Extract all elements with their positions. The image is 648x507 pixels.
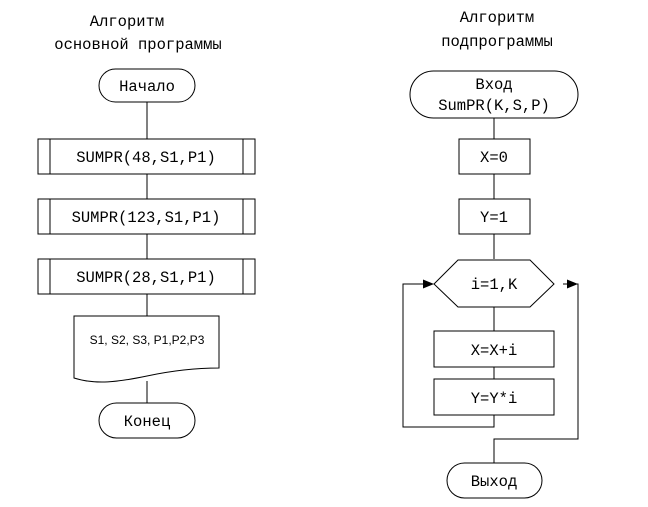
output-document: S1, S2, S3, P1,P2,P3 <box>73 315 220 383</box>
sum-block: X=X+i <box>433 330 555 368</box>
end-terminal: Конец <box>98 402 196 439</box>
subroutine-call-1-label: SUMPR(48,S1,P1) <box>76 149 216 167</box>
loop-back-arrowhead <box>423 279 434 289</box>
start-label: Начало <box>119 78 175 96</box>
loop-label: i=1,K <box>471 276 518 294</box>
main-title-line1: Алгоритм <box>90 13 164 31</box>
init-x-block: X=0 <box>458 138 531 175</box>
main-title-line2: основной программы <box>54 36 221 54</box>
entry-terminal: Вход SumPR(K,S,P) <box>409 70 579 119</box>
loop-exit-arrowhead <box>567 279 578 289</box>
subroutine-call-3-label: SUMPR(28,S1,P1) <box>76 269 216 287</box>
sub-title-line1: Алгоритм <box>460 9 534 27</box>
entry-label-line2: SumPR(K,S,P) <box>438 97 550 115</box>
entry-label-line1: Вход <box>475 76 512 94</box>
product-label: Y=Y*i <box>471 390 518 408</box>
exit-label: Выход <box>471 473 518 491</box>
subroutine-call-3: SUMPR(28,S1,P1) <box>37 258 256 295</box>
sub-title-line2: подпрограммы <box>441 33 553 51</box>
init-y-block: Y=1 <box>458 198 531 235</box>
end-label: Конец <box>124 413 171 431</box>
subroutine-call-2: SUMPR(123,S1,P1) <box>37 198 256 235</box>
sum-label: X=X+i <box>471 342 518 360</box>
init-y-label: Y=1 <box>480 209 508 227</box>
output-label: S1, S2, S3, P1,P2,P3 <box>90 333 205 347</box>
product-block: Y=Y*i <box>433 378 555 416</box>
init-x-label: X=0 <box>480 149 508 167</box>
subroutine-call-2-label: SUMPR(123,S1,P1) <box>72 209 221 227</box>
loop-header: i=1,K <box>433 259 555 308</box>
subroutine-call-1: SUMPR(48,S1,P1) <box>37 138 256 175</box>
exit-terminal: Выход <box>446 462 543 499</box>
start-terminal: Начало <box>98 68 196 103</box>
